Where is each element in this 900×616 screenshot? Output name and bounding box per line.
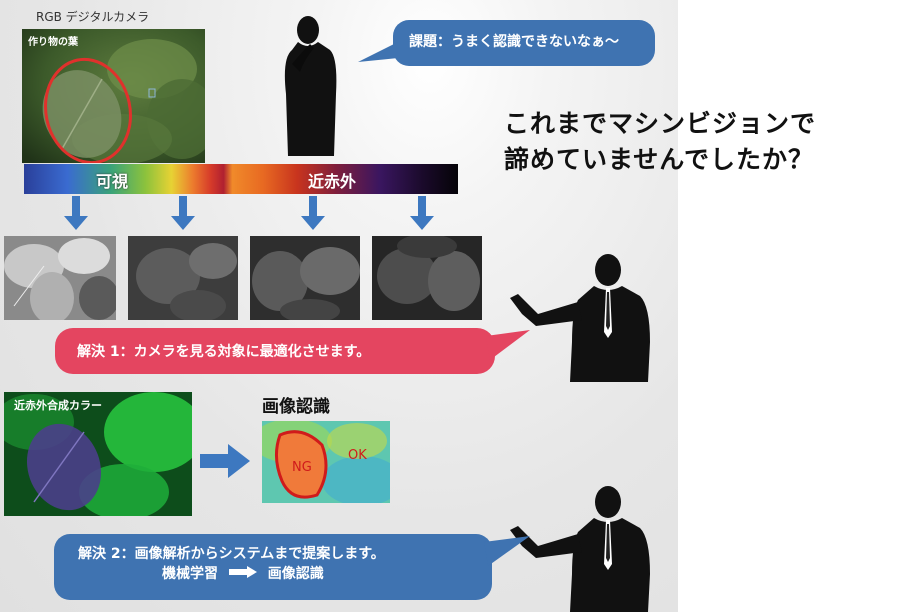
ok-mark: OK <box>348 448 367 463</box>
solution2-line-2: 機械学習 画像認識 <box>78 564 492 584</box>
presenting-man-silhouette-2 <box>508 484 658 616</box>
solution2-bubble: 解決 2：画像解析からシステムまで提案します。 機械学習 画像認識 <box>54 534 492 600</box>
problem-text: 課題：うまく認識できないなぁ～ <box>409 34 619 50</box>
headline-line-1: これまでマシンビジョンで <box>504 109 817 138</box>
down-arrow-4 <box>410 196 434 230</box>
headline-line-2: 諦めていませんでしたか？ <box>504 145 815 174</box>
right-arrow <box>200 444 250 478</box>
recognition-image <box>262 421 390 503</box>
down-arrow-2 <box>171 196 195 230</box>
solution1-bubble-tail <box>486 330 530 364</box>
ng-mark: NG <box>292 460 312 475</box>
solution2-arrow-icon <box>228 564 257 584</box>
camera-label: RGB デジタルカメラ <box>36 10 150 24</box>
grayscale-photo-1 <box>4 236 116 320</box>
grayscale-photo-3 <box>250 236 360 320</box>
down-arrow-1 <box>64 196 88 230</box>
headline: これまでマシンビジョンで 諦めていませんでしたか？ <box>504 106 816 178</box>
grayscale-photo-4 <box>372 236 482 320</box>
solution2-line-1: 解決 2：画像解析からシステムまで提案します。 <box>78 546 385 562</box>
solution2-recognition: 画像認識 <box>267 566 324 582</box>
nir-label: 近赤外 <box>308 172 357 191</box>
visible-label: 可視 <box>96 172 129 191</box>
presenting-man-silhouette-1 <box>508 252 658 386</box>
nir-color-label: 近赤外合成カラー <box>14 399 102 412</box>
solution2-ml: 機械学習 <box>162 566 218 582</box>
thinking-man-silhouette <box>280 14 342 160</box>
nir-composite-photo <box>4 392 192 516</box>
solution1-bubble: 解決 1：カメラを見る対象に最適化させます。 <box>55 328 495 374</box>
rgb-leaf-photo <box>22 29 205 163</box>
grayscale-photo-2 <box>128 236 238 320</box>
down-arrow-3 <box>301 196 325 230</box>
problem-bubble-tail <box>358 40 398 68</box>
recognition-title: 画像認識 <box>262 397 330 417</box>
solution1-text: 解決 1：カメラを見る対象に最適化させます。 <box>77 344 371 360</box>
problem-bubble: 課題：うまく認識できないなぁ～ <box>393 20 655 66</box>
spectrum-bar <box>24 164 458 194</box>
leaf-caption: 作り物の葉 <box>28 37 78 48</box>
solution2-bubble-tail <box>484 536 530 570</box>
